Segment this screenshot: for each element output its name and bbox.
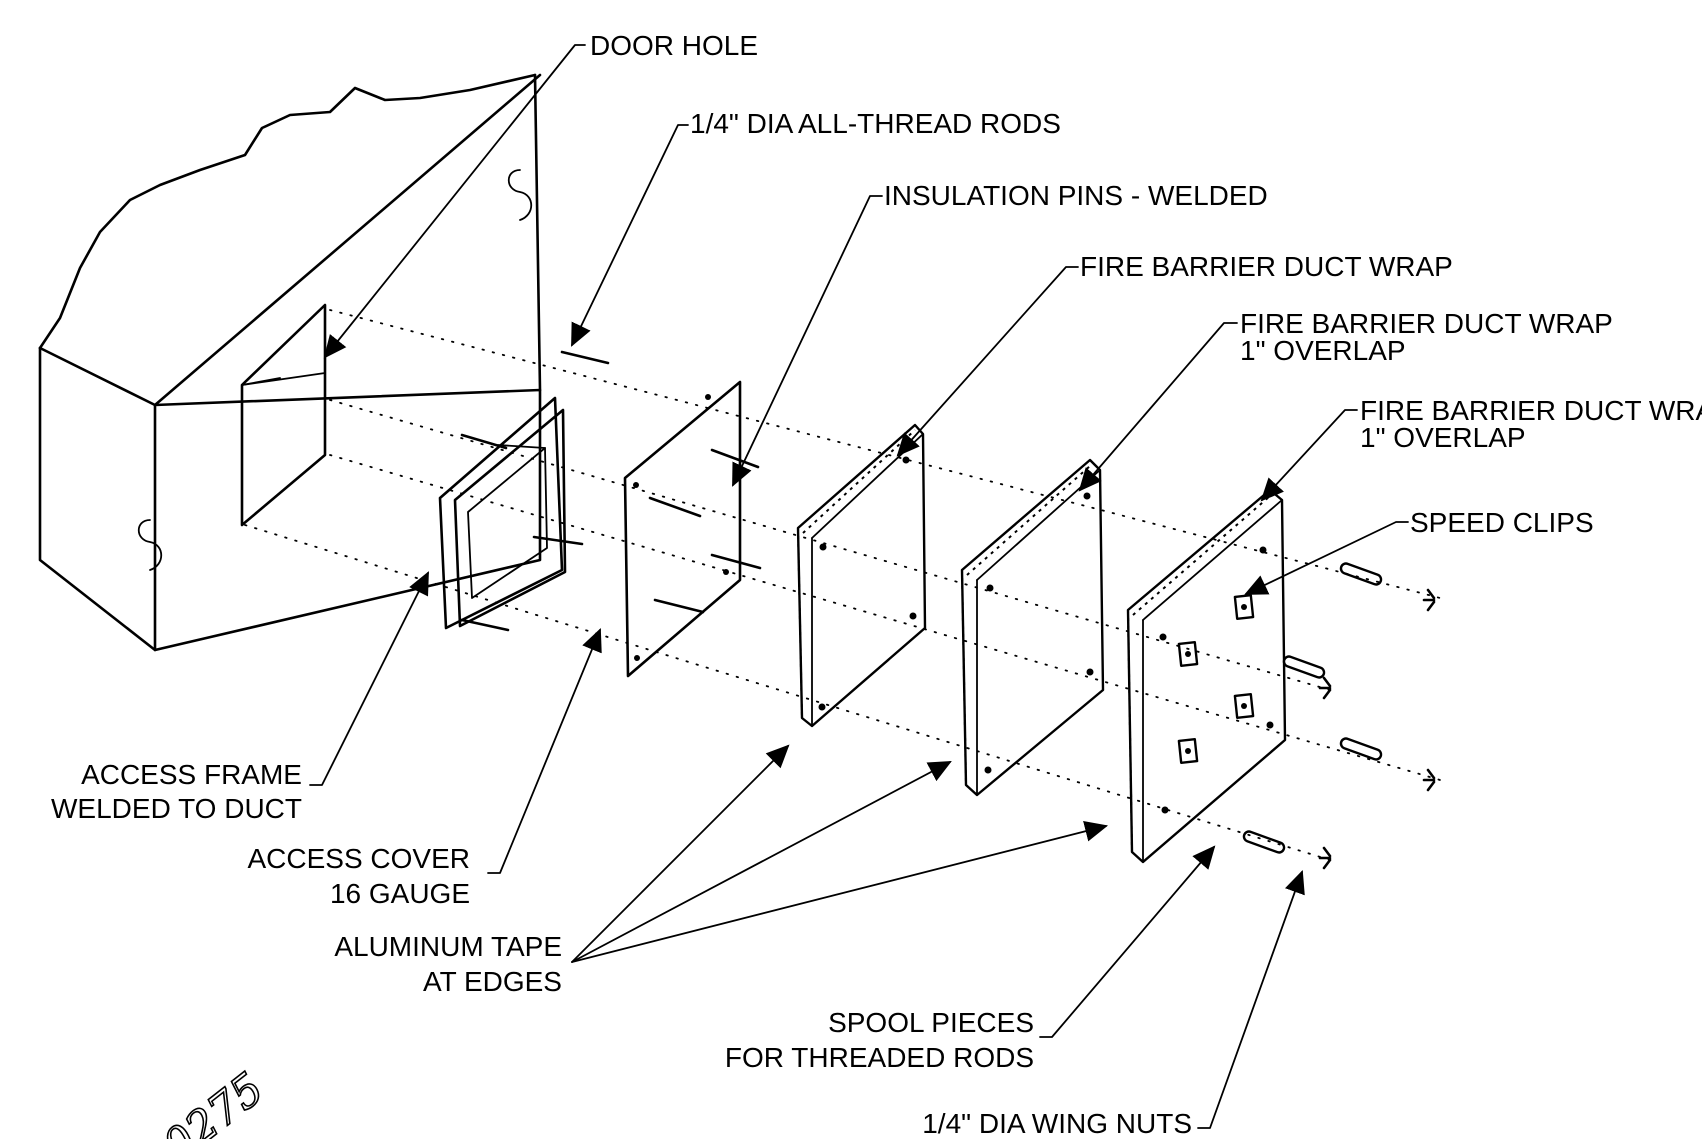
- leader-lines: [309, 44, 1409, 1129]
- label-access-frame-welded: WELDED TO DUCT: [51, 793, 302, 824]
- label-fire-barrier-3-overlap: 1" OVERLAP: [1360, 422, 1526, 453]
- insulation-panel-1: [796, 423, 927, 728]
- label-spool-pieces: SPOOL PIECES: [828, 1007, 1034, 1038]
- insulation-panel-2: [960, 458, 1105, 797]
- label-spool-pieces-rods: FOR THREADED RODS: [725, 1042, 1034, 1073]
- access-frame: [438, 350, 610, 632]
- label-access-cover-gauge: 16 GAUGE: [330, 878, 470, 909]
- label-fire-barrier-1: FIRE BARRIER DUCT WRAP: [1080, 251, 1453, 282]
- duct-section: [38, 73, 542, 652]
- label-wing-nuts: 1/4" DIA WING NUTS: [922, 1108, 1192, 1139]
- handwritten-mark: 0275: [154, 1063, 274, 1139]
- label-fire-barrier-2: FIRE BARRIER DUCT WRAP: [1240, 308, 1613, 339]
- label-speed-clips: SPEED CLIPS: [1410, 507, 1594, 538]
- insulation-panel-3: [1126, 488, 1287, 864]
- label-access-frame: ACCESS FRAME: [81, 759, 302, 790]
- access-cover: [623, 380, 762, 678]
- label-aluminum-tape: ALUMINUM TAPE: [334, 931, 562, 962]
- wing-nuts: [1318, 588, 1436, 870]
- label-door-hole: DOOR HOLE: [590, 30, 758, 61]
- label-aluminum-tape-edges: AT EDGES: [423, 966, 562, 997]
- spool-pieces: [1242, 562, 1383, 854]
- label-all-thread-rods: 1/4" DIA ALL-THREAD RODS: [690, 108, 1061, 139]
- label-access-cover: ACCESS COVER: [248, 843, 471, 874]
- label-fire-barrier-3: FIRE BARRIER DUCT WRAP: [1360, 395, 1702, 426]
- label-insulation-pins: INSULATION PINS - WELDED: [884, 180, 1268, 211]
- labels: DOOR HOLE 1/4" DIA ALL-THREAD RODS INSUL…: [51, 30, 1702, 1139]
- label-fire-barrier-2-overlap: 1" OVERLAP: [1240, 335, 1406, 366]
